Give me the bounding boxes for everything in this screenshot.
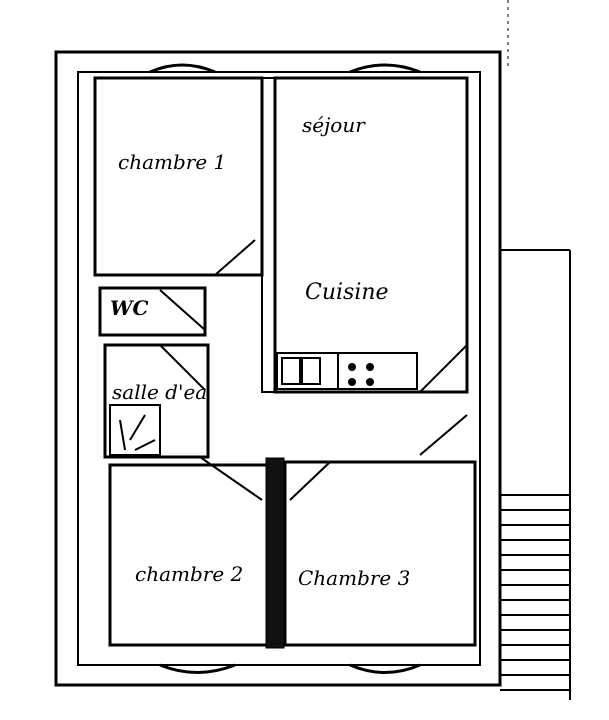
room-chambre-1 [93,76,264,277]
staircase [500,249,571,700]
room-salle-eau [103,343,210,459]
partition-wall [265,457,285,649]
door-swings [159,239,468,501]
stove-burners [348,363,374,386]
room-wc [98,286,207,337]
room-label-cuisine: Cuisine [305,280,389,305]
shower [109,404,161,456]
windows [149,63,421,674]
room-label-chambre-3: Chambre 3 [298,566,411,590]
room-label-chambre-1: chambre 1 [118,150,227,174]
room-label-sejour: séjour [302,113,365,137]
room-label-wc: WC [110,296,149,320]
kitchen-counter [276,352,418,390]
partition-wall [261,77,276,393]
room-label-chambre-2: chambre 2 [135,562,244,586]
room-chambre-3 [283,460,477,647]
room-chambre-2 [108,463,272,647]
outer-walls [54,50,502,687]
room-label-salle-eau: salle d'ea [112,380,208,404]
